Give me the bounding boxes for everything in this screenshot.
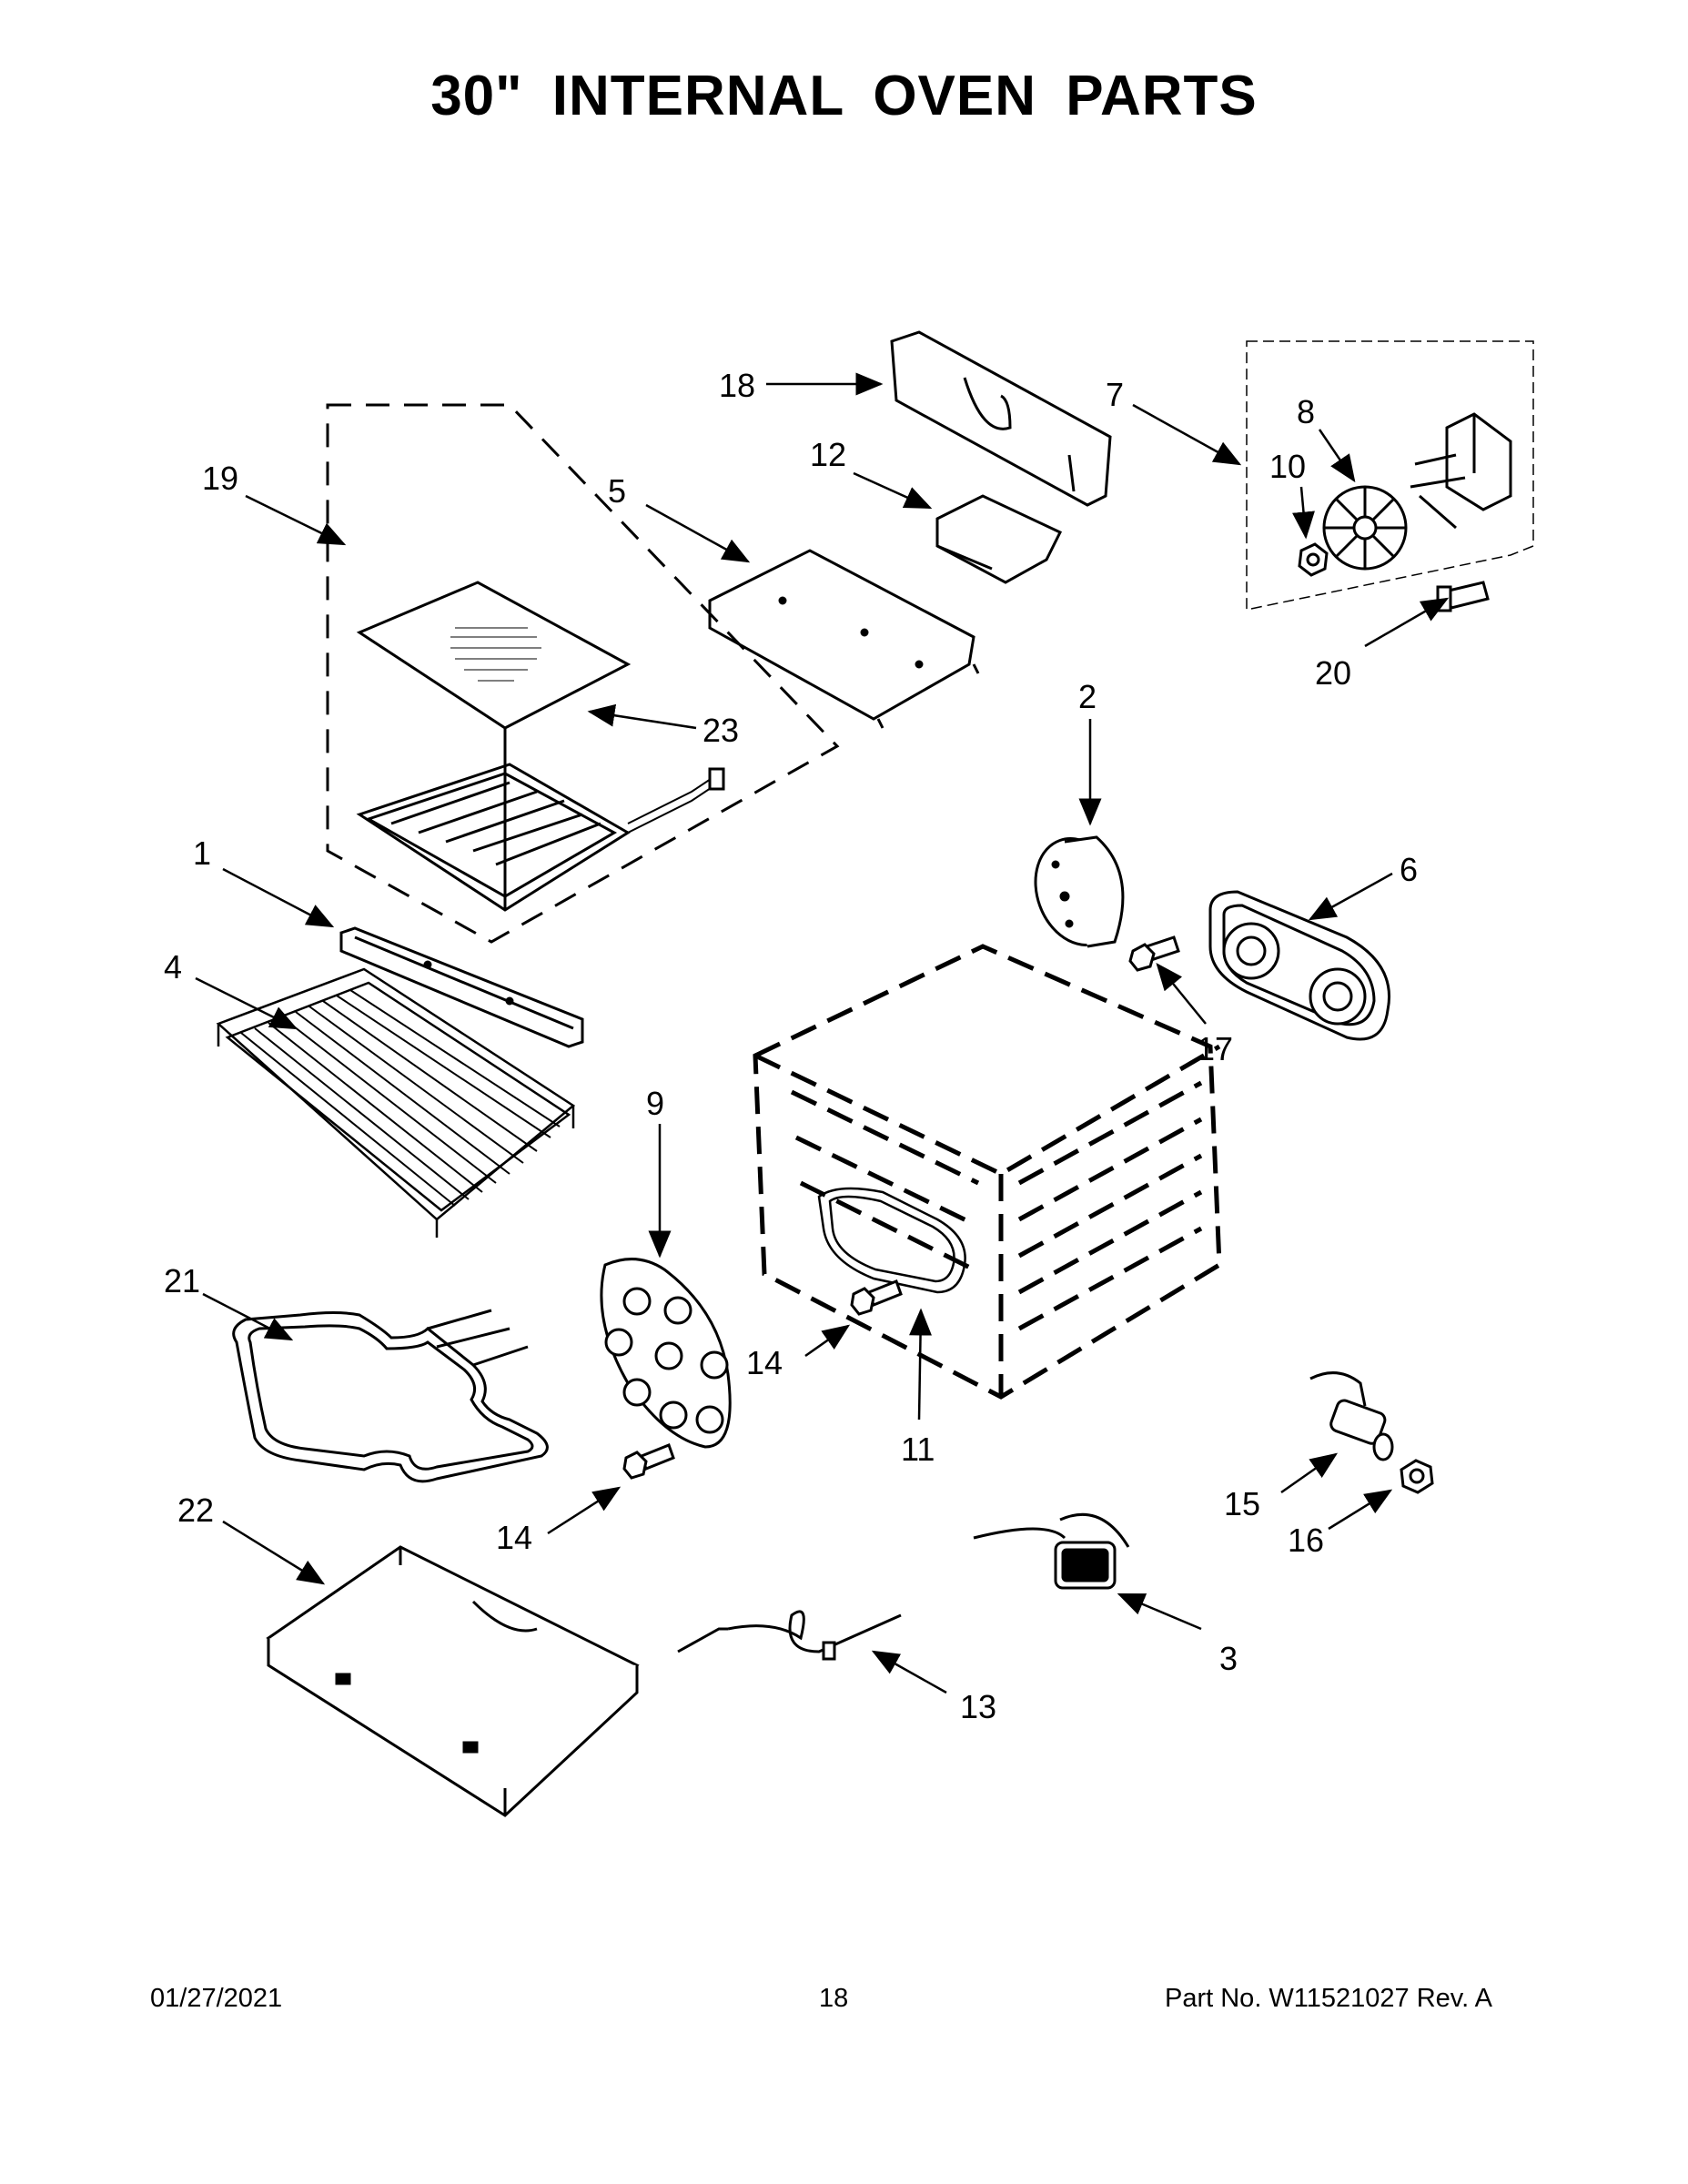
callout-labels: 18 7 8 10 12 5 19 20 2 23 6 17 1 4 9 21 … [164, 367, 1418, 1725]
callout-18: 18 [719, 367, 755, 404]
part-9-rear-panel [600, 1258, 732, 1449]
callout-7: 7 [1106, 376, 1124, 413]
callout-2: 2 [1078, 678, 1097, 715]
callout-16: 16 [1288, 1522, 1324, 1559]
part-1-trim [339, 926, 584, 1048]
part-14-screw-lower [622, 1443, 675, 1480]
callout-14-lower: 14 [496, 1519, 532, 1556]
part-2-fan-cover [1034, 835, 1125, 948]
callout-1: 1 [193, 834, 211, 872]
part-21-broil-element [232, 1309, 549, 1483]
callout-11: 11 [901, 1431, 935, 1468]
callout-4: 4 [164, 948, 182, 986]
part-5-top-cover [708, 549, 980, 729]
oven-cavity [753, 944, 1222, 1400]
part-12-bracket [935, 494, 1063, 584]
part-19-element-assembly [326, 403, 840, 944]
footer-part-number: Part No. W11521027 Rev. A [1165, 1984, 1493, 2013]
callout-8: 8 [1297, 393, 1315, 430]
part-18-heat-shield [890, 330, 1112, 507]
callout-21: 21 [164, 1262, 200, 1299]
callout-5: 5 [608, 472, 626, 510]
callout-10: 10 [1269, 448, 1306, 485]
callout-arrows [195, 372, 1450, 1694]
page-title: 30" INTERNAL OVEN PARTS [430, 65, 1258, 127]
part-4-oven-rack [216, 967, 576, 1238]
part-6-convection-cover [1208, 890, 1390, 1041]
part-8-fan-blade [1322, 485, 1408, 571]
part-10-nut [1298, 542, 1329, 577]
callout-13: 13 [960, 1688, 996, 1725]
callout-19: 19 [202, 460, 238, 497]
callout-9: 9 [646, 1085, 664, 1122]
callout-17: 17 [1197, 1030, 1233, 1067]
part-17-screw [1128, 935, 1180, 972]
callout-15: 15 [1224, 1485, 1260, 1522]
part-3-sensor [973, 1512, 1130, 1590]
callout-12: 12 [810, 436, 846, 473]
callout-14-upper: 14 [746, 1344, 783, 1381]
part-7-convection-fan-motor [1246, 340, 1534, 612]
callout-22: 22 [177, 1491, 214, 1529]
part-22-tray [266, 1545, 640, 1817]
footer-page-number: 18 [819, 1984, 849, 2013]
part-16-nut [1400, 1459, 1434, 1494]
callout-20: 20 [1315, 654, 1351, 692]
footer-date: 01/27/2021 [150, 1984, 283, 2013]
callout-3: 3 [1219, 1640, 1238, 1677]
part-15-connector [1309, 1371, 1394, 1461]
part-13-meat-probe [677, 1610, 902, 1661]
part-11-bake-element [817, 1187, 966, 1294]
callout-6: 6 [1400, 851, 1418, 888]
callout-23: 23 [702, 712, 739, 749]
part-20-screw [1436, 581, 1490, 612]
part-14-screw-upper [850, 1279, 903, 1316]
